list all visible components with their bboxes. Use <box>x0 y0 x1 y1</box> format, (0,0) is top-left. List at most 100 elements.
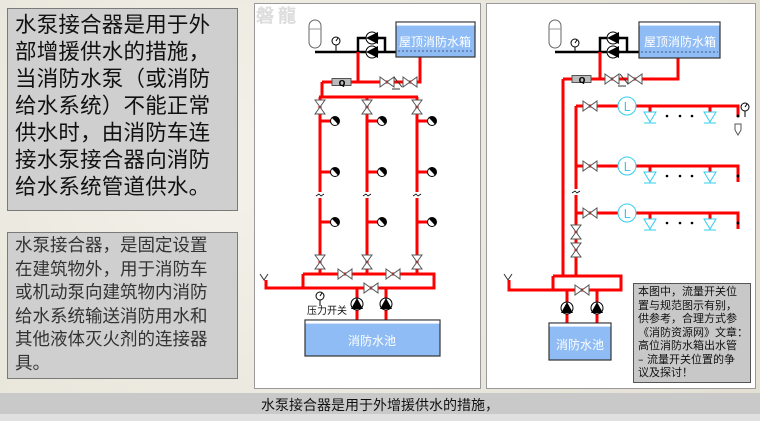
ellipsis-dot <box>690 174 694 178</box>
valve-icon <box>582 160 598 172</box>
pressure-tank-icon <box>548 19 562 49</box>
break-mark <box>315 193 325 197</box>
water-tank <box>304 319 441 357</box>
definition-line: 在建筑物外，用于消防车 <box>15 259 208 280</box>
definition-line: 给水系统输送消防用水和 <box>15 306 208 327</box>
left-pool-label: 消防水池 <box>348 333 396 348</box>
valve-icon <box>363 282 379 294</box>
flow-meter-icon <box>571 75 592 83</box>
pump-icon <box>561 302 573 313</box>
pump-icon <box>607 32 619 44</box>
sprinkler-icon <box>703 171 717 184</box>
valve-icon <box>411 99 423 115</box>
valve-icon <box>570 242 582 258</box>
hydrant-icon <box>335 222 340 226</box>
hydrant-icon <box>382 121 387 125</box>
hydrant-icon <box>335 172 340 176</box>
intro-line: 供水时，由消防车连 <box>15 121 211 146</box>
right-roof-tank-label: 屋顶消防水箱 <box>644 34 716 49</box>
water-surface <box>305 320 440 324</box>
check-valve-icon <box>392 76 403 90</box>
water-surface <box>639 22 720 26</box>
definition-line: 其他液体灭火剂的连接器 <box>15 330 208 350</box>
flow-switch-label: L <box>624 160 631 174</box>
sprinkler-icon <box>643 218 657 231</box>
valve-icon <box>337 268 353 280</box>
sprinkler-diagram <box>503 19 750 361</box>
diagram-labels: 屋顶消防水箱 消防水池 压力开关 Q 屋顶消防水箱 消防水池 Q L L L <box>307 34 716 352</box>
pressure-switch-label: 压力开关 <box>307 304 347 317</box>
hydrant-icon <box>382 222 387 226</box>
pump-icon <box>607 46 619 58</box>
definition-line: 或机动泵向建筑物内消防 <box>15 283 208 303</box>
pump-icon <box>366 46 378 58</box>
sprinkler-icon <box>703 218 717 231</box>
valve-icon <box>402 76 418 88</box>
hydrant-icon <box>335 121 340 125</box>
pipe <box>563 58 680 81</box>
flow-switch-icon <box>617 96 637 116</box>
pipe <box>322 57 422 84</box>
intro-line: 给水系统）不能正常 <box>15 94 211 119</box>
ellipsis-dot <box>690 114 694 118</box>
ellipsis-dot <box>678 221 682 225</box>
left-roof-tank-label: 屋顶消防水箱 <box>399 34 471 49</box>
valve-icon <box>379 76 395 88</box>
valve-icon <box>570 224 582 240</box>
definition-text-box: 水泵接合器，是固定设置 在建筑物外，用于消防车 或机动泵向建筑物内消防 给水系统… <box>7 232 238 379</box>
hydrant-icon <box>332 167 340 172</box>
break-mark <box>412 193 422 197</box>
hydrant-icon <box>332 116 340 121</box>
flow-meter-icon <box>331 78 352 86</box>
intro-text-box: 水泵接合器是用于外 部增援供水的措施， 当消防水泵（或消防 给水系统）不能正常 … <box>7 8 238 211</box>
pump-icon <box>380 298 392 309</box>
definition-line: 具。 <box>15 353 50 374</box>
break-mark <box>571 190 581 194</box>
intro-line: 接水泵接合器向消防 <box>15 148 211 173</box>
hydrant-icon <box>432 121 437 125</box>
watermark: 磐龍 <box>256 6 300 27</box>
valve-icon <box>314 99 326 115</box>
valve-icon <box>604 73 620 85</box>
sprinkler-icon <box>703 111 717 124</box>
gauge-needle <box>335 37 339 42</box>
gauge-needle <box>574 39 578 44</box>
sprinkler-icon <box>643 171 657 184</box>
valve-icon <box>582 207 598 219</box>
note-line: 高位消防水箱出水管 <box>638 339 737 352</box>
hydrant-icon <box>382 172 387 176</box>
intro-line: 给水系统管道供水。 <box>15 175 211 200</box>
pump-adapter-icon <box>259 273 269 281</box>
valve-icon <box>574 284 590 296</box>
pipe <box>264 280 303 290</box>
note-line: – 流量开关位置的争 <box>638 352 735 366</box>
ellipsis-dot <box>665 221 669 225</box>
hydrant-icon <box>379 116 387 121</box>
note-line: 《消防资源网》文章： <box>638 325 748 339</box>
ellipsis-dot <box>665 174 669 178</box>
sprinkler-icon <box>643 111 657 124</box>
pump-adapter-icon <box>503 273 513 281</box>
intro-line: 水泵接合器是用于外 <box>15 13 211 38</box>
flow-switch-icon <box>617 203 637 223</box>
note-line: 置与规范图示有别， <box>638 298 737 312</box>
bottom-strip <box>0 414 760 421</box>
pipe <box>507 280 553 292</box>
end-node <box>736 221 740 225</box>
note-line: 议及探讨！ <box>638 366 693 379</box>
hydrant-icon <box>429 116 437 121</box>
flow-switch-icon <box>617 156 637 176</box>
hydrant-icon <box>429 167 437 172</box>
caption: 水泵接合器是用于外增援供水的措施， <box>261 398 499 414</box>
gauge-needle <box>319 292 323 297</box>
hydrant-icon <box>429 217 437 222</box>
hydrant-icon <box>379 217 387 222</box>
left-flow-meter-label: Q <box>339 79 346 88</box>
valve-icon <box>582 100 598 112</box>
water-surface <box>549 323 611 327</box>
valve-icon <box>627 73 643 85</box>
ellipsis-dot <box>678 174 682 178</box>
definition-line: 水泵接合器，是固定设置 <box>15 236 208 256</box>
ellipsis-dot <box>678 114 682 118</box>
flow-switch-label: L <box>624 207 631 221</box>
